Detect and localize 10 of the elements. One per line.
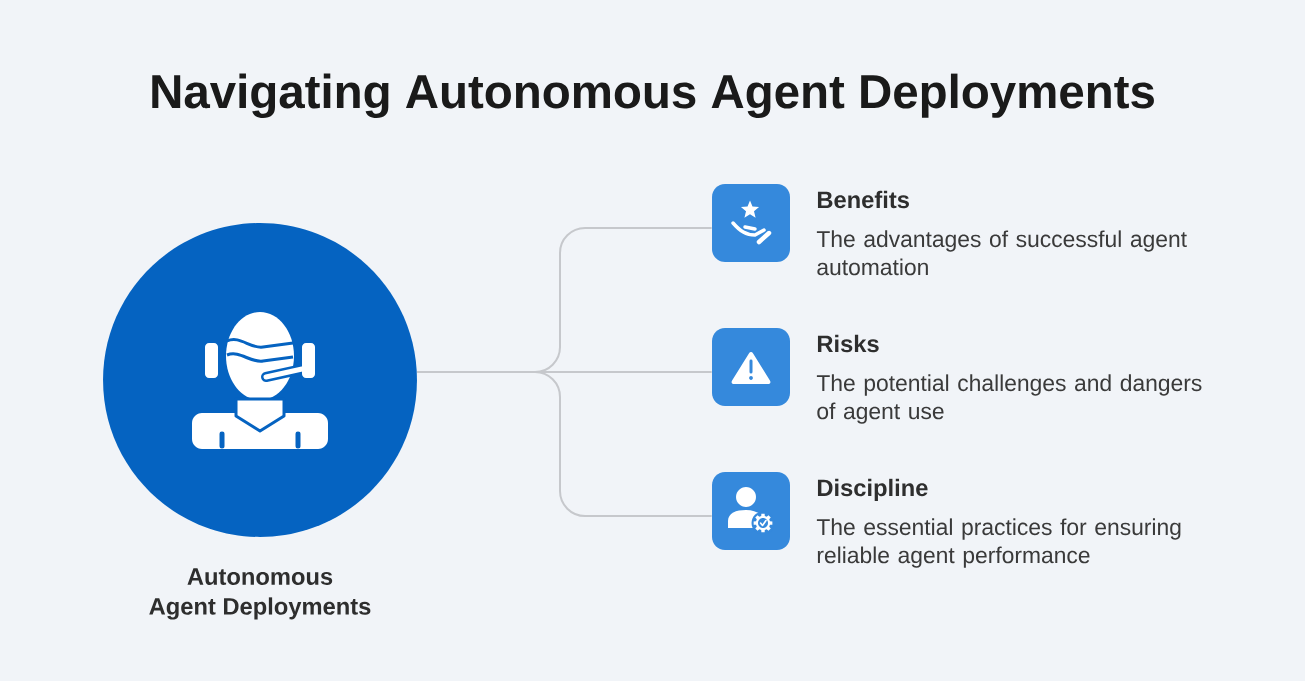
description: The essential practices for ensuring reliable agent performance [816, 518, 1181, 568]
heading: Discipline [817, 478, 928, 501]
description: The potential challenges and dangers of agent use [816, 374, 1202, 424]
node-label: Autonomous Agent Deployments [149, 568, 371, 620]
connector-line [416, 371, 713, 517]
heading: Benefits [817, 190, 909, 209]
title: Navigating Autonomous Agent Deployments [152, 73, 1154, 119]
description: The advantages of successful agent automation [816, 230, 1187, 276]
heading: Risks [817, 334, 879, 353]
icon-tile [712, 184, 790, 262]
